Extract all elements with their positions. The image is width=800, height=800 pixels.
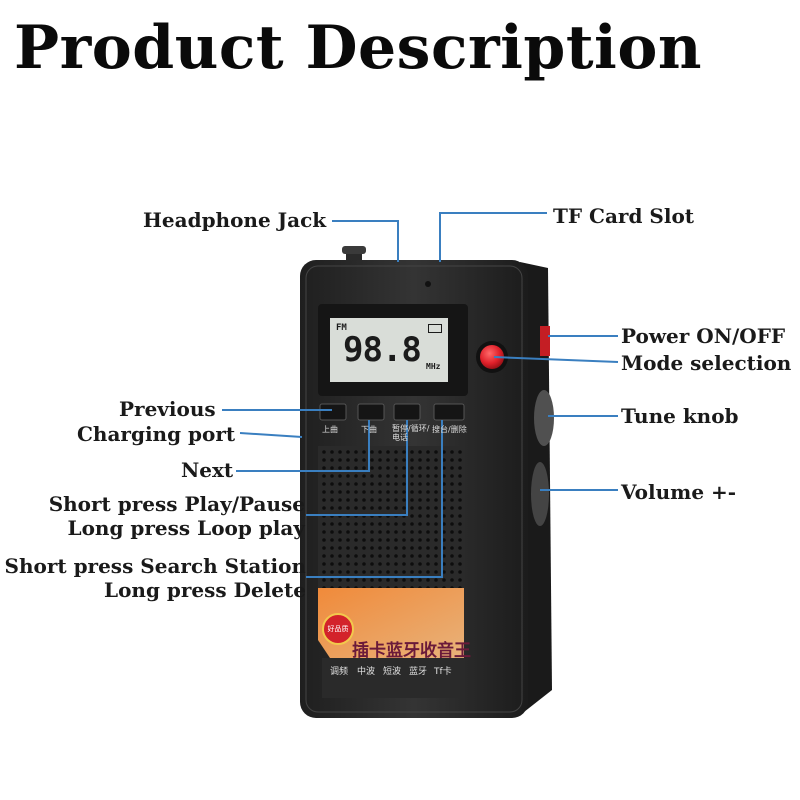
- label-headphone-jack: Headphone Jack: [143, 208, 327, 232]
- power-button: [480, 345, 504, 369]
- callout-tf: [439, 212, 547, 262]
- label-next: Next: [181, 458, 234, 482]
- callout-lines: [222, 212, 619, 578]
- lcd-unit: MHz: [426, 362, 441, 371]
- button-label-search: 搜台/删除: [432, 425, 467, 434]
- label-charging-port: Charging port: [77, 422, 236, 446]
- callout-next: [236, 420, 370, 472]
- label-previous: Previous: [119, 397, 216, 421]
- button-play: [393, 403, 421, 421]
- band-label: 调频: [330, 667, 349, 677]
- lcd-frequency: 98.8: [343, 330, 422, 370]
- callout-mode: [493, 356, 619, 363]
- brand-text: 插卡蓝牙收音王: [352, 641, 471, 661]
- label-search-short: Short press Search Station: [4, 554, 307, 578]
- label-tune-knob: Tune knob: [621, 404, 739, 428]
- band-label: Tf卡: [434, 667, 452, 677]
- callout-headphone: [332, 220, 399, 262]
- button-search: [433, 403, 465, 421]
- page-title: Product Description: [14, 13, 702, 83]
- label-power: Power ON/OFF: [621, 324, 786, 348]
- label-search-long: Long press Delete: [104, 578, 306, 602]
- label-volume: Volume +-: [621, 480, 737, 504]
- button-previous: [319, 403, 347, 421]
- volume-wheel: [531, 462, 549, 526]
- button-next: [357, 403, 385, 421]
- battery-icon: [428, 324, 442, 333]
- band-label: 蓝牙: [409, 667, 428, 677]
- band-label: 中波: [357, 667, 376, 677]
- lcd-mode: FM: [336, 323, 347, 333]
- button-label-next: 下曲: [361, 425, 377, 434]
- label-play-long: Long press Loop play: [67, 516, 305, 540]
- quality-badge: 好品质: [322, 613, 354, 645]
- button-label-previous: 上曲: [322, 425, 338, 434]
- button-label-play: 暂停/循环/电话: [392, 424, 430, 442]
- label-mode: Mode selection: [621, 351, 792, 375]
- tune-knob: [534, 390, 554, 446]
- label-play-short: Short press Play/Pause: [48, 492, 305, 516]
- callout-charging: [239, 432, 303, 438]
- brand-panel: [318, 588, 464, 658]
- callout-play: [306, 420, 408, 516]
- band-label: 短波: [383, 667, 402, 677]
- callout-search: [306, 420, 443, 578]
- label-tf-card-slot: TF Card Slot: [553, 204, 695, 228]
